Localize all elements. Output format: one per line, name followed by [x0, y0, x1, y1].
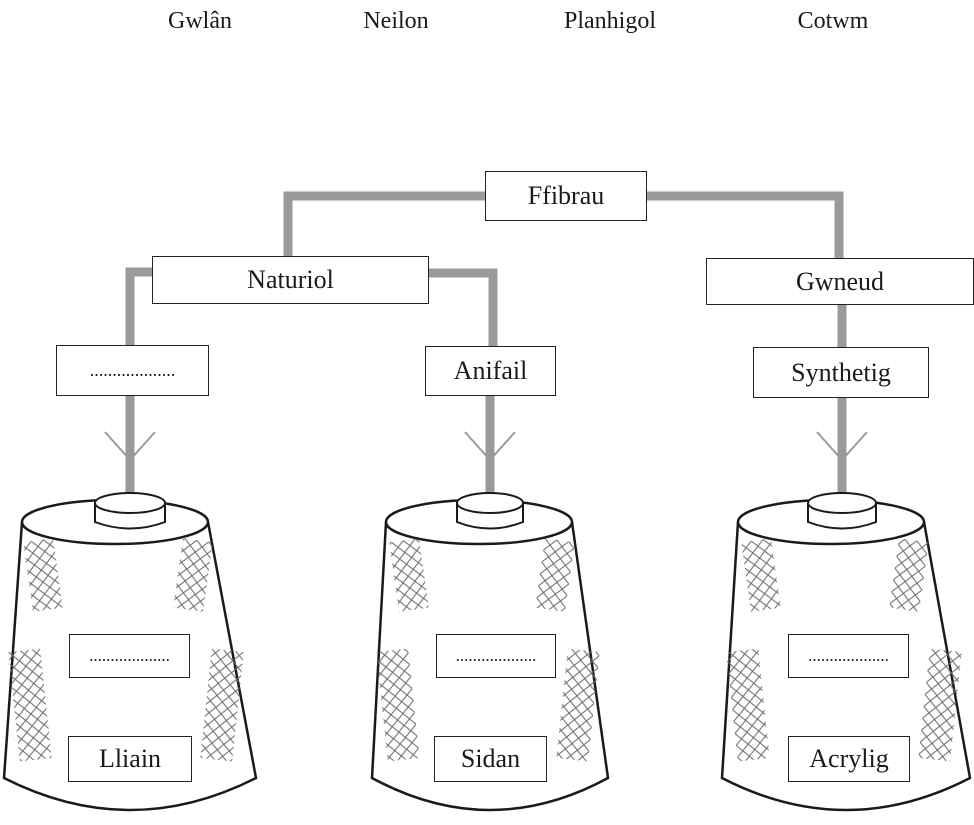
answer-blank: ...................	[89, 360, 176, 380]
spool-2-answer-box[interactable]: ...................	[436, 634, 556, 678]
thread-forks	[104, 431, 868, 462]
answer-blank: ...................	[89, 646, 170, 665]
animal-box: Anifail	[425, 346, 556, 396]
connector-lines	[125, 191, 847, 492]
made-box: Gwneud	[706, 258, 974, 305]
word-bank-item-3: Planhigol	[563, 8, 656, 34]
root-box: Ffibrau	[485, 171, 647, 221]
spool-3-label: Acrylig	[788, 736, 910, 782]
word-bank-item-1: Gwlân	[168, 8, 232, 34]
word-bank-item-2: Neilon	[363, 8, 429, 34]
answer-blank: ...................	[808, 646, 889, 665]
spool-1-label: Lliain	[68, 736, 192, 782]
word-bank-item-4: Cotwm	[797, 8, 869, 34]
spool-3-answer-box[interactable]: ...................	[788, 634, 909, 678]
answer-blank: ...................	[455, 646, 537, 665]
plant-answer-box[interactable]: ...................	[56, 345, 209, 396]
natural-box: Naturiol	[152, 256, 429, 304]
spool-1	[2, 492, 258, 812]
spool-1-answer-box[interactable]: ...................	[69, 634, 190, 678]
spool-2-label: Sidan	[434, 736, 547, 782]
synthetic-box: Synthetig	[753, 347, 929, 398]
